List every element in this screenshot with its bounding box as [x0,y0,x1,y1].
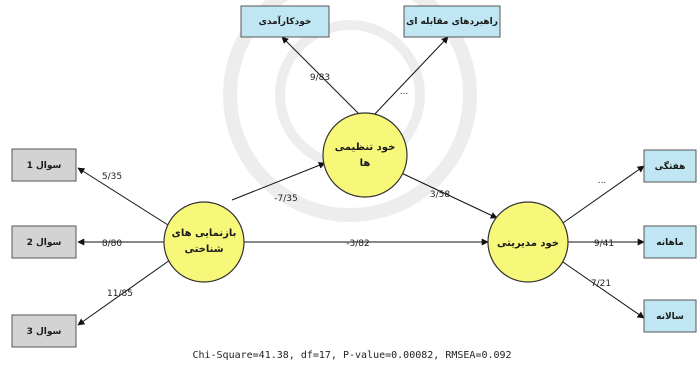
coef-yearly: 7/21 [591,279,611,289]
box-label: سالانه [656,312,684,322]
latent-label-line1: خود مدیریتی [497,238,559,249]
indicator-box-yearly: سالانه [643,299,697,333]
coef-weekly: ... [598,176,607,186]
box-label: سوال 1 [27,161,62,171]
coefficients: 5/35 8/80 11/85 9/83 ... -7/35 -3/82 3/5… [102,73,614,299]
box-rect [643,299,697,333]
arrow-selfreg-to-selfmgmt [394,169,498,219]
arrow-selfmgmt-to-yearly [559,259,645,319]
latent-circle [322,112,408,198]
box-rect [643,149,697,183]
latent-circle [163,201,245,283]
box-label: سوال 3 [27,327,62,337]
indicator-box-q1: سوال 1 [11,148,77,182]
coef-selfreg-to-selfmgmt: 3/58 [430,190,450,200]
coef-q2: 8/80 [102,239,122,249]
indicator-box-q2: سوال 2 [11,225,77,259]
box-label: ماهانه [656,238,683,248]
arrow-selfreg-to-coping [371,36,449,118]
coef-coping: ... [400,87,409,97]
box-label: راهبردهای مقابله ای [406,17,498,27]
latent-self-regulation: خود تنظیمی ها [322,112,408,198]
indicator-box-weekly: هفتگی [643,149,697,183]
indicator-box-self-efficacy: خودکارآمدی [240,5,330,38]
indicator-box-monthly: ماهانه [643,225,697,259]
arrow-selfreg-to-efficacy [281,36,363,118]
box-rect [11,225,77,259]
coef-self-efficacy: 9/83 [310,73,330,83]
indicator-box-coping: راهبردهای مقابله ای [403,5,501,38]
box-rect [240,5,330,38]
latent-self-management: خود مدیریتی [487,201,569,283]
coef-cog-to-selfreg: -7/35 [274,194,297,204]
arrow-cog-to-q3 [77,259,171,326]
coef-monthly: 9/41 [594,239,614,249]
latent-circle [487,201,569,283]
latent-cognitive-reappraisal: بازنمایی های شناختی [163,201,245,283]
coef-q3: 11/85 [107,289,133,299]
arrow-cog-to-selfreg [231,162,326,201]
latent-label-line1: بازنمایی های [172,228,237,239]
latent-label-line2: ها [360,158,371,169]
coef-q1: 5/35 [102,172,122,182]
connectors [77,36,645,326]
box-label: هفتگی [655,160,686,172]
latent-label-line2: شناختی [184,244,223,255]
box-rect [643,225,697,259]
arrow-cog-to-q1 [77,167,169,226]
latent-label-line1: خود تنظیمی [335,142,396,153]
fit-statistics: Chi-Square=41.38, df=17, P-value=0.00082… [192,350,511,361]
arrow-selfmgmt-to-weekly [559,165,645,226]
indicator-box-q3: سوال 3 [11,314,77,348]
box-label: سوال 2 [27,238,62,248]
box-rect [11,314,77,348]
box-rect [403,5,501,38]
box-rect [11,148,77,182]
coef-cog-to-selfmgmt: -3/82 [346,239,369,249]
box-label: خودکارآمدی [259,15,312,27]
